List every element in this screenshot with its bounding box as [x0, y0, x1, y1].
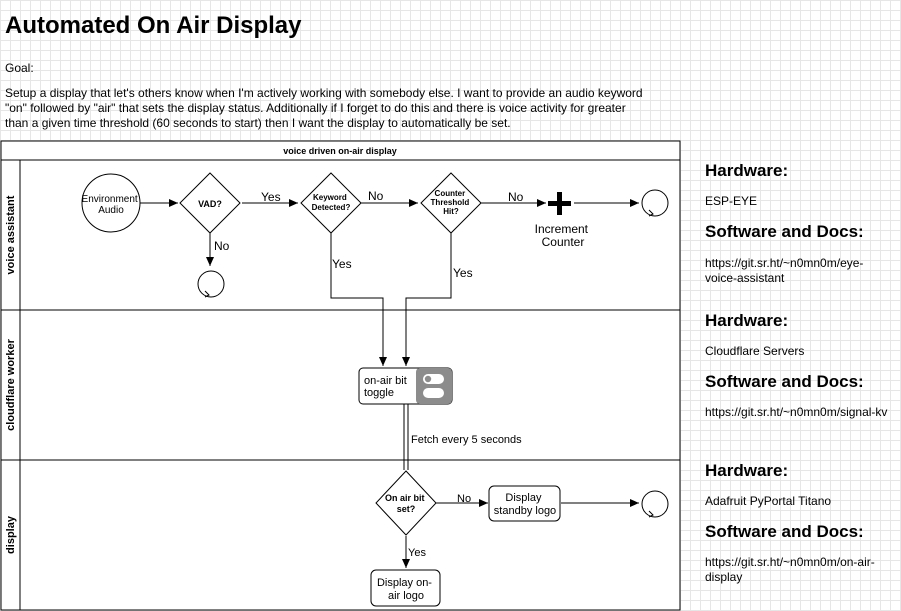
hardware-heading: Hardware: [705, 461, 789, 480]
edge-label-keyword-no: No [368, 189, 384, 203]
edge-label-counter-yes: Yes [453, 266, 473, 280]
plus-icon [548, 192, 571, 215]
svg-text:on-air bit toggle: on-air bit toggle [364, 375, 410, 399]
edge-keyword-yes [330, 233, 387, 366]
pool-title: voice driven on-air display [283, 146, 397, 156]
loop-icon [641, 490, 669, 518]
svg-text:Environment Audio: Environment Audio [82, 194, 141, 216]
vad-label: VAD? [198, 199, 222, 209]
counter-line3: Hit? [443, 207, 459, 216]
display-standby-node [488, 485, 561, 522]
lane-label-cloudflare-worker: cloudflare worker [5, 338, 17, 430]
hardware-heading: Hardware: [705, 311, 789, 330]
onair-line2: air logo [388, 590, 424, 602]
loop-icon [197, 270, 225, 298]
standby-line2: standby logo [494, 505, 556, 517]
lane-label-display: display [5, 515, 17, 554]
toggle-line2: toggle [364, 387, 394, 399]
loop-icon [641, 189, 669, 217]
edge-label-vad-no: No [214, 239, 230, 253]
docs-link[interactable]: https://git.sr.ht/~n0mn0m/eye-voice-assi… [705, 256, 864, 285]
toggle-icon [423, 374, 444, 398]
edge-label-vad-yes: Yes [261, 190, 281, 204]
keyword-line1: Keyword [313, 193, 347, 202]
environment-audio-line1: Environment [82, 194, 138, 205]
hardware-value: Cloudflare Servers [705, 344, 805, 358]
increment-line2: Counter [542, 235, 585, 249]
docs-link[interactable]: https://git.sr.ht/~n0mn0m/signal-kv [705, 405, 888, 419]
counter-line1: Counter [435, 189, 466, 198]
lane-label-voice-assistant: voice assistant [5, 195, 17, 274]
onair-line1: Display on- [377, 577, 432, 589]
hardware-value: ESP-EYE [705, 194, 758, 208]
hardware-value: Adafruit PyPortal Titano [705, 494, 832, 508]
display-on-air-node [370, 569, 441, 607]
edge-label-display-no: No [457, 493, 471, 505]
environment-audio-node [81, 173, 141, 233]
edge-label-fetch: Fetch every 5 seconds [411, 434, 522, 446]
toggle-icon-bg [416, 368, 452, 404]
bitset-line2: set? [397, 504, 416, 514]
svg-text:Counter Threshold Hit?: Counter Threshold Hit? [431, 189, 472, 216]
counter-threshold-decision [420, 172, 482, 234]
svg-text:Display standby logo: Display standby logo [494, 492, 556, 517]
increment-line1: Increment [535, 222, 589, 236]
svg-text:Increment Counter: Increment Counter [535, 222, 592, 249]
software-heading: Software and Docs: [705, 222, 864, 241]
software-heading: Software and Docs: [705, 372, 864, 391]
bitset-line1: On air bit [385, 493, 425, 503]
edge-label-counter-no: No [508, 190, 524, 204]
goal-text: Setup a display that let's others know w… [5, 86, 643, 130]
counter-line2: Threshold [431, 198, 470, 207]
vad-decision [179, 172, 241, 234]
environment-audio-line2: Audio [98, 205, 124, 216]
svg-text:Keyword Detected?: Keyword Detected? [312, 193, 351, 212]
keyword-detected-decision [300, 172, 362, 234]
edge-label-display-yes: Yes [408, 547, 426, 559]
page-title: Automated On Air Display [5, 12, 302, 39]
software-heading: Software and Docs: [705, 522, 864, 541]
edge-counter-yes [402, 233, 452, 366]
hardware-heading: Hardware: [705, 161, 789, 180]
standby-line1: Display [505, 492, 542, 504]
edge-label-keyword-yes: Yes [332, 257, 352, 271]
keyword-line2: Detected? [312, 203, 351, 212]
on-air-bit-set-decision [375, 470, 437, 536]
goal-label: Goal: [5, 61, 34, 75]
toggle-line1: on-air bit [364, 375, 407, 387]
svg-text:Display on- air logo: Display on- air logo [377, 577, 435, 602]
svg-text:On air bit set?: On air bit set? [385, 493, 427, 514]
flow-connectors [140, 199, 639, 568]
docs-link[interactable]: https://git.sr.ht/~n0mn0m/on-air-display [705, 555, 875, 584]
